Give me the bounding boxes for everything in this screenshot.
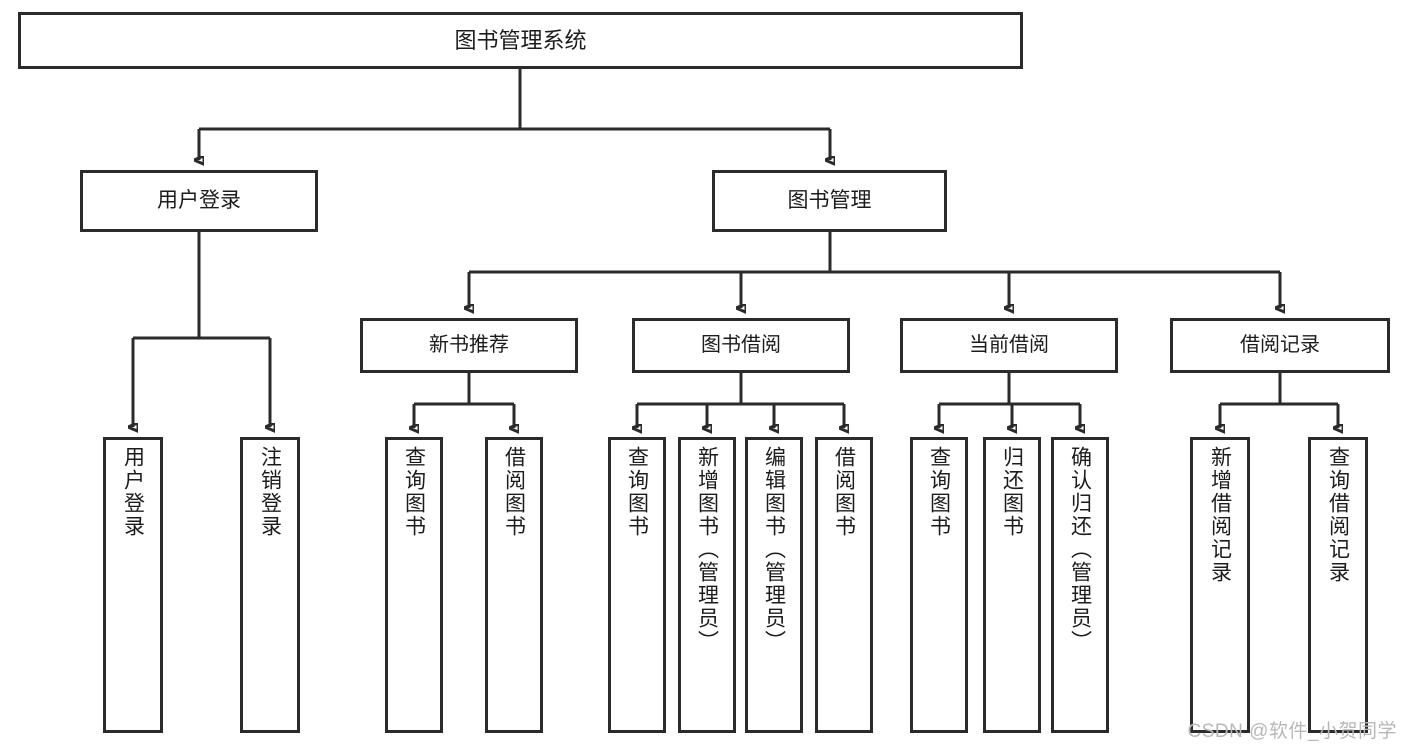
leaf-node-label: 新增借阅记录	[1208, 446, 1232, 584]
node-book-borrow[interactable]: 图书借阅	[632, 318, 850, 373]
leaf-node[interactable]: 借阅图书	[485, 437, 543, 733]
leaf-node[interactable]: 查询图书	[608, 437, 666, 733]
leaf-node-label: 归还图书	[1000, 446, 1024, 538]
leaf-node[interactable]: 确认归还（管理员）	[1051, 437, 1109, 733]
leaf-node-label: 编辑图书（管理员）	[762, 446, 786, 653]
node-user-login[interactable]: 用户登录	[80, 170, 318, 232]
node-new-book-recommend[interactable]: 新书推荐	[360, 318, 578, 373]
node-book-borrow-label: 图书借阅	[701, 334, 781, 356]
leaf-node[interactable]: 编辑图书（管理员）	[745, 437, 803, 733]
leaf-node-label: 注销登录	[258, 446, 282, 538]
node-book-management-label: 图书管理	[787, 188, 872, 212]
leaf-node-label: 借阅图书	[502, 446, 526, 538]
node-new-book-recommend-label: 新书推荐	[429, 334, 509, 356]
leaf-node[interactable]: 查询图书	[910, 437, 968, 733]
leaf-node-label: 新增图书（管理员）	[695, 446, 719, 653]
leaf-node[interactable]: 新增借阅记录	[1190, 437, 1250, 733]
leaf-node[interactable]: 新增图书（管理员）	[678, 437, 736, 733]
node-user-login-label: 用户登录	[157, 188, 241, 212]
leaf-node[interactable]: 注销登录	[240, 437, 300, 733]
node-borrow-record-label: 借阅记录	[1240, 334, 1320, 356]
leaf-node[interactable]: 查询借阅记录	[1308, 437, 1368, 733]
csdn-watermark: CSDN @软件_小贺同学	[1187, 721, 1397, 742]
node-borrow-record[interactable]: 借阅记录	[1170, 318, 1390, 373]
leaf-node-label: 查询图书	[402, 446, 426, 538]
leaf-node-label: 确认归还（管理员）	[1068, 446, 1092, 653]
leaf-node[interactable]: 归还图书	[983, 437, 1041, 733]
leaf-node[interactable]: 查询图书	[385, 437, 443, 733]
node-current-borrow-label: 当前借阅	[969, 334, 1049, 356]
leaf-node-label: 用户登录	[121, 446, 145, 538]
leaf-node[interactable]: 用户登录	[103, 437, 163, 733]
leaf-node-label: 查询图书	[625, 446, 649, 538]
leaf-node-label: 查询图书	[927, 446, 951, 538]
leaf-node[interactable]: 借阅图书	[815, 437, 873, 733]
leaf-node-label: 查询借阅记录	[1326, 446, 1350, 584]
node-book-management[interactable]: 图书管理	[712, 170, 947, 232]
node-root-system[interactable]: 图书管理系统	[18, 12, 1023, 69]
node-root-label: 图书管理系统	[454, 27, 587, 53]
leaf-node-label: 借阅图书	[832, 446, 856, 538]
node-current-borrow[interactable]: 当前借阅	[900, 318, 1118, 373]
